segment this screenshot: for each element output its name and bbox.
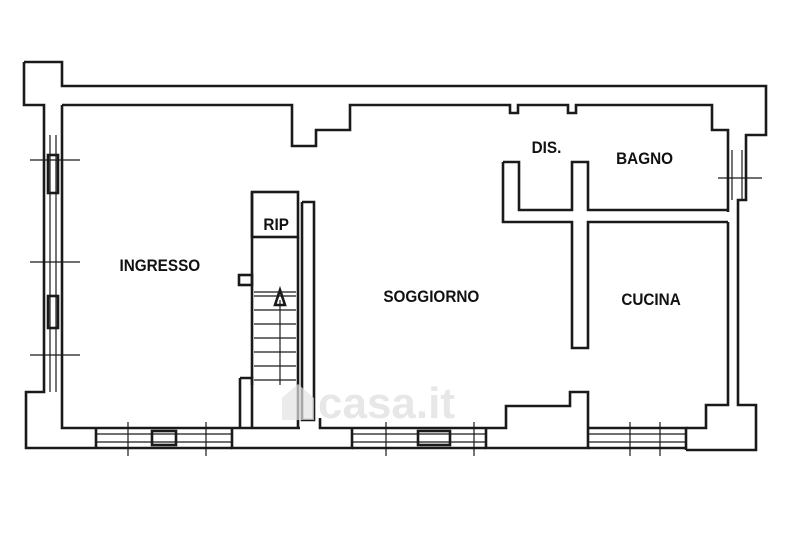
watermark-text: casa.it [318,379,455,428]
room-label-bagno: BAGNO [616,149,673,168]
room-label-ingresso: INGRESSO [119,256,200,275]
room-label-dis: DIS. [532,138,562,157]
room-label-cucina: CUCINA [621,290,681,309]
house-logo-icon [282,384,314,420]
room-label-rip: RIP [263,215,289,234]
interior-partitions [501,160,728,350]
watermark: casa.it [282,379,455,428]
room-label-soggiorno: SOGGIORNO [383,287,479,306]
outer-walls [22,60,768,456]
